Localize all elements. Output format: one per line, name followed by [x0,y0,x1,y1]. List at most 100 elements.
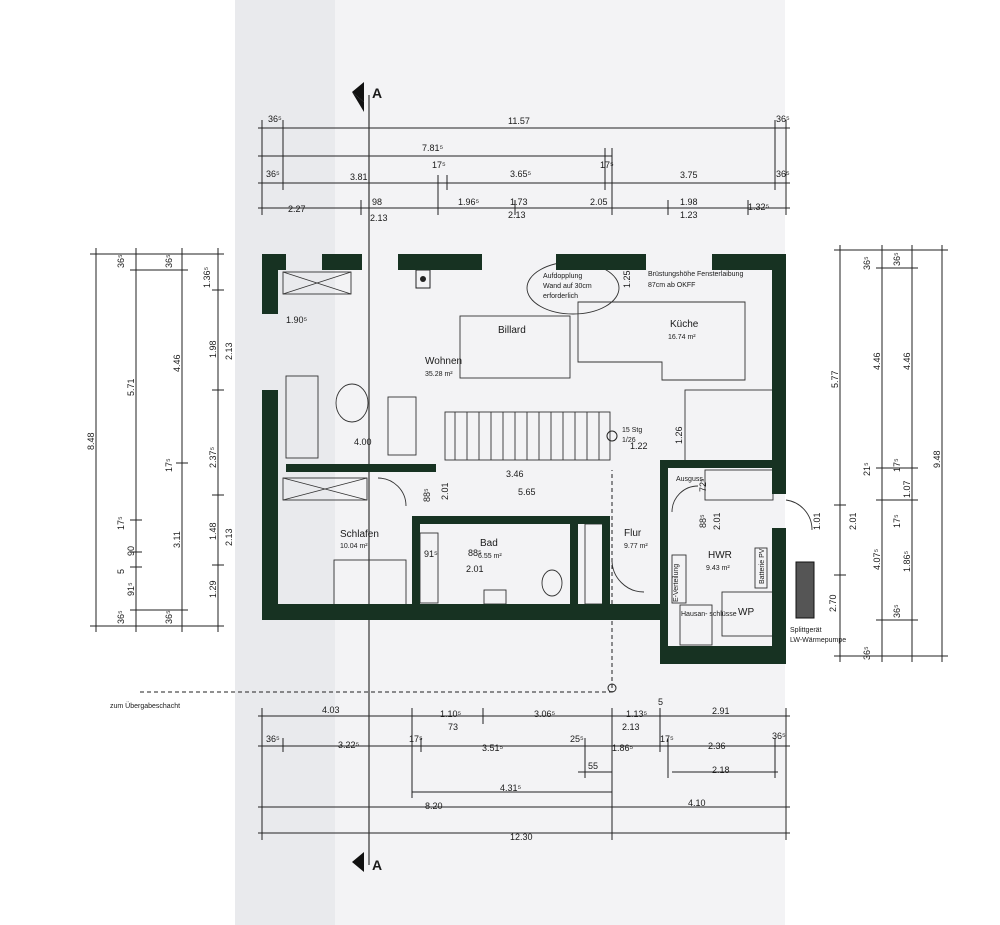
dim-inner: 91⁵ [424,549,438,559]
note-bruestung: Brüstungshöhe Fensterlaibung [648,271,743,278]
dim-left: 5.71 [126,378,136,396]
dim-top: 98 [372,197,382,207]
dim-top: 2.27 [288,204,306,214]
dim-bottom: 1.10⁵ [440,709,462,719]
dim-top: 17⁵ [600,160,614,170]
dim-top: 36⁵ [776,114,790,124]
dim-bottom: 2.13 [622,722,640,732]
dim-right: 1.01 [812,512,822,530]
dim-inner: 1.25 [622,270,632,288]
chimney-flue [420,276,426,282]
splitt-unit [795,561,815,619]
dim-bottom: 1.13⁵ [626,709,648,719]
note-bruestung: 87cm ab OKFF [648,282,695,289]
note-aufdopplung: Aufdopplung [543,273,582,280]
room-wohnen: Wohnen [425,356,462,367]
dim-inner: 5.65 [518,487,536,497]
dimension-lines [90,95,948,865]
dim-top: 1.98 [680,197,698,207]
label-hausanschluss: Hausan- schlüsse [681,611,737,618]
dim-left: 36⁵ [164,254,174,268]
dim-inner: 88⁵ [698,514,708,528]
dim-left: 1.48 [208,522,218,540]
note-splitt: Splittgerät [790,627,822,634]
room-bad: Bad [480,538,498,549]
section-marker-top: A [352,82,382,112]
dim-bottom: 2.36 [708,741,726,751]
dim-bottom: 4.03 [322,705,340,715]
dim-inner: 1.90⁵ [286,315,308,325]
dim-right: 1.07 [902,480,912,498]
dim-right: 36⁵ [862,256,872,270]
dim-left: 3.11 [172,531,182,548]
dim-right: 2.70 [828,594,838,612]
dim-left: 36⁵ [164,610,174,624]
dim-left: 8.48 [86,432,96,450]
dim-top: 36⁵ [776,169,790,179]
dim-bottom: 4.10 [688,798,706,808]
room-kueche-area: 16.74 m² [668,334,696,341]
dim-top: 11.57 [508,116,530,126]
dim-bottom: 3.51⁵ [482,743,504,753]
room-flur: Flur [624,528,642,539]
dim-top: 3.75 [680,170,698,180]
dim-inner: 4.00 [354,437,372,447]
room-wohnen-area: 35.28 m² [425,371,453,378]
dim-bottom: 5 [658,697,663,707]
dim-top: 3.65⁵ [510,169,532,179]
dim-inner: 72⁵ [698,478,708,492]
note-aufdopplung: erforderlich [543,293,578,300]
note-stairs: 15 Stg [622,427,642,434]
dim-right: 21⁵ [862,462,872,476]
dim-right: 4.46 [872,352,882,370]
note-aufdopplung: Wand auf 30cm [543,283,592,290]
dim-left: 1.29 [208,580,218,598]
dim-top: 1.96⁵ [458,197,480,207]
dim-left: 91⁵ [126,582,136,596]
dim-left: 17⁵ [116,516,126,530]
section-marker-bottom: A [352,852,382,873]
room-schlafen-area: 10.04 m² [340,543,368,550]
dim-right: 36⁵ [862,646,872,660]
dim-top: 1.73 [510,197,528,207]
dim-top: 1.23 [680,210,698,220]
dim-bottom: 36⁵ [266,734,280,744]
dim-top: 36⁵ [268,114,282,124]
dim-bottom: 73 [448,722,458,732]
dim-top: 7.81⁵ [422,143,444,153]
room-wp: WP [738,607,754,618]
dim-top: 3.81 [350,172,368,182]
dim-bottom: 36⁵ [772,731,786,741]
dim-bottom: 1.86⁵ [612,743,634,753]
room-flur-area: 9.77 m² [624,543,648,550]
dim-right: 2.01 [848,512,858,530]
dim-left: 17⁵ [164,458,174,472]
room-hwr: HWR [708,550,732,561]
dim-left: 90 [126,546,136,556]
label-batterie: Batterie PV [759,548,766,584]
dim-left: 2.13 [224,528,234,546]
dim-left: 2.13 [224,342,234,360]
note-splitt: LW-Wärmepumpe [790,637,846,644]
dim-right: 4.46 [902,352,912,370]
section-label-top: A [372,85,382,101]
dim-right: 36⁵ [892,604,902,618]
dim-bottom: 12.30 [510,832,533,842]
dim-inner: 2.01 [466,564,484,574]
dim-inner: 1.22 [630,441,648,451]
dim-top: 2.13 [370,213,388,223]
dim-bottom: 25⁵ [570,734,584,744]
section-label-bottom: A [372,857,382,873]
label-ausguss: Ausguss [676,476,703,483]
dim-inner: 1.26 [674,426,684,444]
dim-right: 1.86⁵ [902,550,912,572]
dim-top: 17⁵ [432,160,446,170]
dim-bottom: 17⁵ [409,734,423,744]
room-kueche: Küche [670,319,699,330]
dim-left: 36⁵ [116,254,126,268]
label-e-verteilung: E-Verteilung [673,564,680,602]
pipe-marker [607,683,617,693]
room-billard: Billard [498,325,526,336]
